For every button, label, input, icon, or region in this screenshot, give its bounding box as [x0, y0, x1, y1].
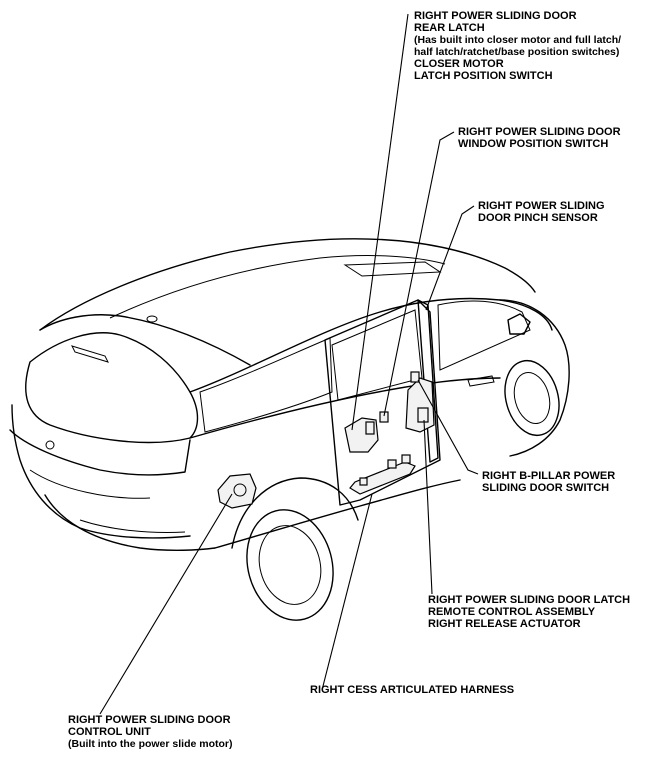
rear-bumper: [44, 494, 216, 552]
b-pillar-switch-component: [410, 371, 420, 383]
front-wheel: [504, 359, 560, 437]
rear-bumper-lower: [79, 519, 186, 533]
callout-latch-remote: RIGHT POWER SLIDING DOOR LATCH REMOTE CO…: [428, 594, 630, 630]
front-fender: [499, 299, 570, 457]
closer-motor-component: [365, 421, 375, 435]
harness-connector-a: [387, 459, 397, 469]
cess-harness-component: [349, 461, 416, 495]
rear-wheel-arch: [231, 477, 359, 549]
leader-window-switch: [383, 131, 455, 417]
callout-latch-remote-line3: RIGHT RELEASE ACTUATOR: [428, 618, 581, 630]
roof-rear-edge: [39, 314, 251, 366]
rear-window: [25, 332, 199, 444]
tail-lamp: [9, 429, 191, 476]
leader-latch-remote: [423, 419, 433, 595]
callout-bpillar-switch-line1: RIGHT B-PILLAR POWER: [482, 470, 616, 482]
leader-rear-latch: [351, 13, 409, 431]
front-door-handle: [467, 375, 495, 387]
callout-rear-latch-line3: (Has built into closer motor and full la…: [414, 34, 622, 46]
callout-rear-latch: RIGHT POWER SLIDING DOOR REAR LATCH (Has…: [414, 10, 621, 82]
callout-control-unit-line3: (Built into the power slide motor): [68, 738, 233, 750]
rear-quarter-window: [199, 337, 333, 433]
vehicle-body: [9, 238, 570, 621]
leader-cess-harness: [321, 493, 373, 691]
callout-window-switch: RIGHT POWER SLIDING DOOR WINDOW POSITION…: [458, 126, 621, 150]
callout-rear-latch-line5: CLOSER MOTOR: [414, 58, 504, 70]
callout-window-switch-line2: WINDOW POSITION SWITCH: [458, 138, 609, 150]
leader-bpillar-switch: [417, 379, 479, 475]
body-side-top: [189, 297, 553, 393]
leader-pinch-sensor: [425, 205, 475, 311]
rear-emblem: [45, 440, 55, 450]
roof-antenna: [146, 315, 158, 323]
callout-pinch-sensor-line2: DOOR PINCH SENSOR: [478, 212, 598, 224]
harness-connector-c: [359, 477, 368, 486]
body-beltline: [189, 377, 501, 439]
callout-bpillar-switch: RIGHT B-PILLAR POWER SLIDING DOOR SWITCH: [482, 470, 615, 494]
callout-rear-latch-line6: LATCH POSITION SWITCH: [414, 70, 553, 82]
rear-wheel-rim: [258, 525, 322, 605]
callout-pinch-sensor-line1: RIGHT POWER SLIDING: [478, 200, 605, 212]
control-unit-component: [217, 473, 257, 509]
callout-control-unit-line1: RIGHT POWER SLIDING DOOR: [68, 714, 231, 726]
release-actuator-component: [417, 407, 429, 423]
roof-outline: [39, 238, 536, 331]
callout-bpillar-switch-line2: SLIDING DOOR SWITCH: [482, 482, 610, 494]
callout-cess-harness-line1: RIGHT CESS ARTICULATED HARNESS: [310, 684, 515, 696]
leader-lines: [99, 13, 479, 715]
callout-cess-harness: RIGHT CESS ARTICULATED HARNESS: [310, 684, 514, 696]
sliding-door-window: [331, 309, 423, 401]
front-wheel-rim: [513, 372, 551, 424]
callout-control-unit-line2: CONTROL UNIT: [68, 726, 151, 738]
rear-wheel: [246, 509, 334, 621]
callout-pinch-sensor: RIGHT POWER SLIDING DOOR PINCH SENSOR: [478, 200, 605, 224]
callout-window-switch-line1: RIGHT POWER SLIDING DOOR: [458, 126, 621, 138]
roof-panel-line: [109, 255, 446, 319]
leader-control-unit: [99, 493, 233, 715]
sunroof-outline: [343, 261, 442, 277]
callout-control-unit: RIGHT POWER SLIDING DOOR CONTROL UNIT (B…: [68, 714, 233, 750]
liftgate-lower: [11, 404, 191, 539]
callout-rear-latch-line1: RIGHT POWER SLIDING DOOR: [414, 10, 577, 22]
slide-motor-hub: [233, 483, 247, 497]
components: [217, 371, 435, 509]
callout-rear-latch-line2: REAR LATCH: [414, 22, 485, 34]
body-rocker: [214, 479, 461, 549]
rear-spoiler: [71, 345, 109, 363]
front-door-window: [437, 300, 531, 371]
callout-latch-remote-line2: REMOTE CONTROL ASSEMBLY: [428, 606, 596, 618]
callout-rear-latch-line4: half latch/ratchet/base position switche…: [414, 46, 620, 58]
harness-connector-b: [401, 454, 411, 464]
callout-latch-remote-line1: RIGHT POWER SLIDING DOOR LATCH: [428, 594, 631, 606]
mirror: [507, 313, 531, 335]
license-area: [29, 469, 151, 499]
window-position-switch-component: [379, 411, 389, 423]
